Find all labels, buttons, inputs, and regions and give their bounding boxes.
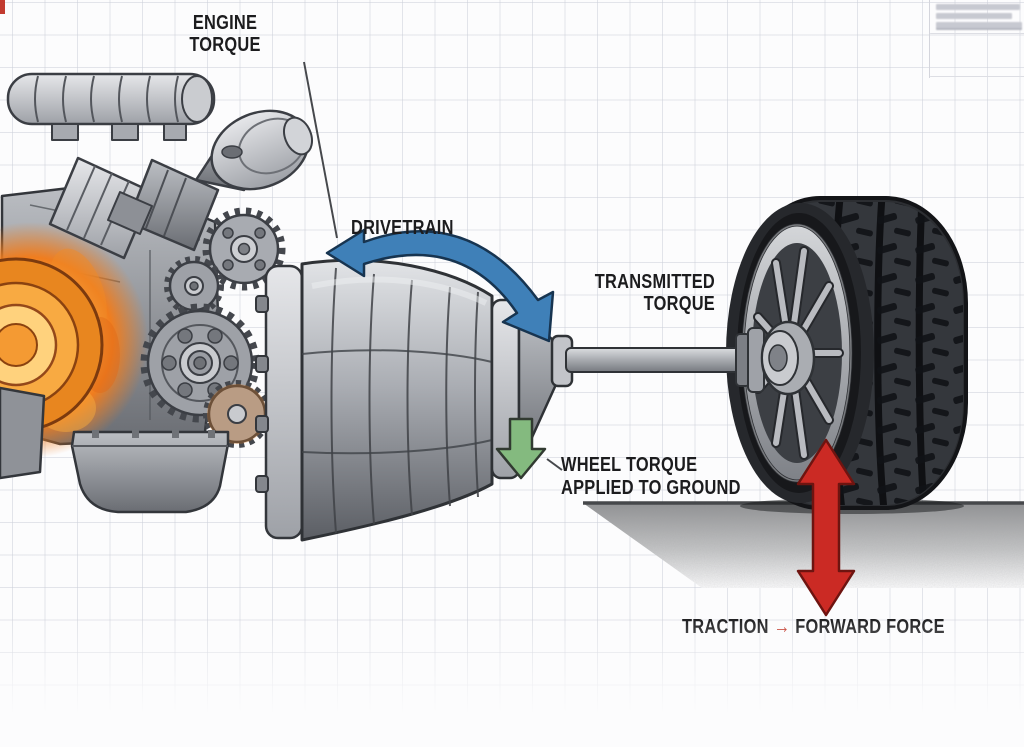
oil-pan bbox=[70, 430, 230, 514]
drivetrain-label: DRIVETRAIN bbox=[351, 217, 454, 239]
air-intake-elbow bbox=[194, 109, 313, 192]
engine-torque-line2: TORQUE bbox=[189, 34, 261, 56]
transmission-bell-housing bbox=[255, 258, 560, 542]
right-arrow-glyph: → bbox=[773, 616, 791, 638]
driveshaft bbox=[550, 320, 816, 396]
wheel-torque-label: WHEEL TORQUE APPLIED TO GROUND bbox=[561, 454, 741, 500]
engine-torque-label: ENGINE TORQUE bbox=[155, 12, 294, 56]
leader-line-engine-torque bbox=[303, 61, 338, 239]
traction-forward-force-label: TRACTION→FORWARD FORCE bbox=[682, 616, 945, 638]
engine-torque-line1: ENGINE bbox=[192, 12, 258, 34]
traction-arrow bbox=[796, 438, 856, 617]
gear bbox=[202, 207, 286, 291]
corner-mark bbox=[0, 0, 5, 14]
transmitted-torque-label: TRANSMITTED TORQUE bbox=[588, 271, 715, 315]
drivetrain-arrow bbox=[325, 228, 555, 343]
intake-manifold bbox=[6, 72, 216, 141]
ground-surface bbox=[583, 498, 1024, 588]
transmitted-torque-line2: TORQUE bbox=[643, 293, 715, 315]
wheel-torque-line1: WHEEL TORQUE bbox=[561, 454, 698, 476]
wheel-torque-arrow bbox=[495, 417, 547, 480]
traction-text: TRACTION bbox=[682, 616, 769, 638]
wheel-torque-line2: APPLIED TO GROUND bbox=[561, 477, 741, 499]
wheel-hub bbox=[760, 320, 816, 396]
valve-covers bbox=[48, 156, 220, 260]
forward-force-text: FORWARD FORCE bbox=[795, 616, 945, 638]
transmitted-torque-line1: TRANSMITTED bbox=[594, 271, 715, 293]
leader-line-wheel-torque bbox=[546, 458, 563, 471]
engine-mount bbox=[0, 386, 46, 480]
